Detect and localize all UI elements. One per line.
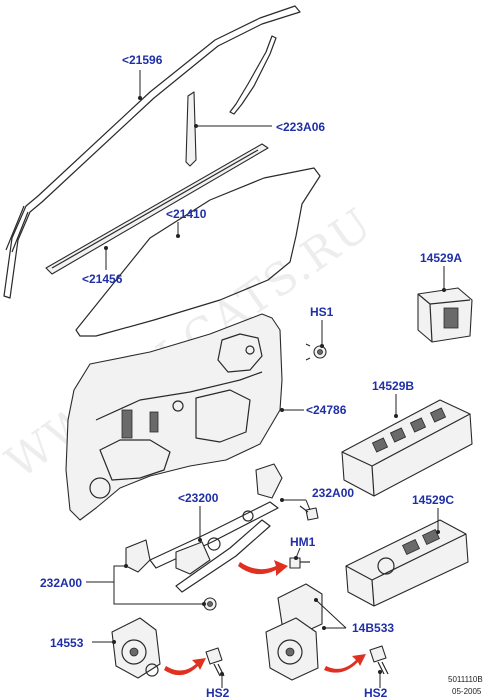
label-glass-run: <21596: [122, 53, 163, 67]
diagram-date: 05-2005: [452, 687, 482, 696]
arrow-to-hm1: [238, 560, 288, 576]
division-bar: [185, 91, 197, 167]
label-switch-single: 14529A: [420, 251, 462, 265]
label-division-bar: <223A06: [276, 120, 325, 134]
leader-lines: [86, 70, 446, 688]
switch-four-way: [341, 399, 473, 497]
door-module-panel: [65, 313, 283, 521]
bolt-232a00-right: [299, 505, 319, 521]
label-232a00-right: 232A00: [312, 486, 354, 500]
label-hs2-right: HS2: [364, 686, 388, 700]
arrow-to-hs2-right: [324, 654, 366, 673]
belt-weatherstrip: [45, 143, 269, 275]
window-motor-right: [265, 583, 323, 681]
label-hs2-left: HS2: [206, 686, 230, 700]
label-hm1: HM1: [290, 535, 316, 549]
window-motor-left: [111, 617, 161, 679]
screw-hs2-right: [369, 645, 389, 675]
label-door-module-panel: <24786: [306, 403, 347, 417]
switch-single: [417, 287, 473, 343]
label-switch-two-way: 14529C: [412, 493, 454, 507]
label-belt-weatherstrip: <21456: [82, 272, 123, 286]
label-regulator: <23200: [178, 491, 219, 505]
window-regulator: [125, 463, 283, 593]
fastener-hs1: [305, 343, 327, 361]
label-door-glass: <21410: [166, 207, 207, 221]
door-glass: [75, 167, 321, 337]
arrow-to-hs2-left: [164, 658, 206, 676]
label-motor-left: 14553: [50, 636, 84, 650]
screw-hs2-left: [205, 647, 225, 677]
label-232a00-left: 232A00: [40, 576, 82, 590]
diagram-code: 5011110B: [448, 675, 483, 684]
glass-run-channel: [3, 5, 301, 299]
switch-two-way: [345, 519, 469, 607]
label-motor-right: 14B533: [352, 621, 394, 635]
label-switch-four-way: 14529B: [372, 379, 414, 393]
nut-hm1: [289, 557, 310, 569]
label-hs1: HS1: [310, 305, 334, 319]
